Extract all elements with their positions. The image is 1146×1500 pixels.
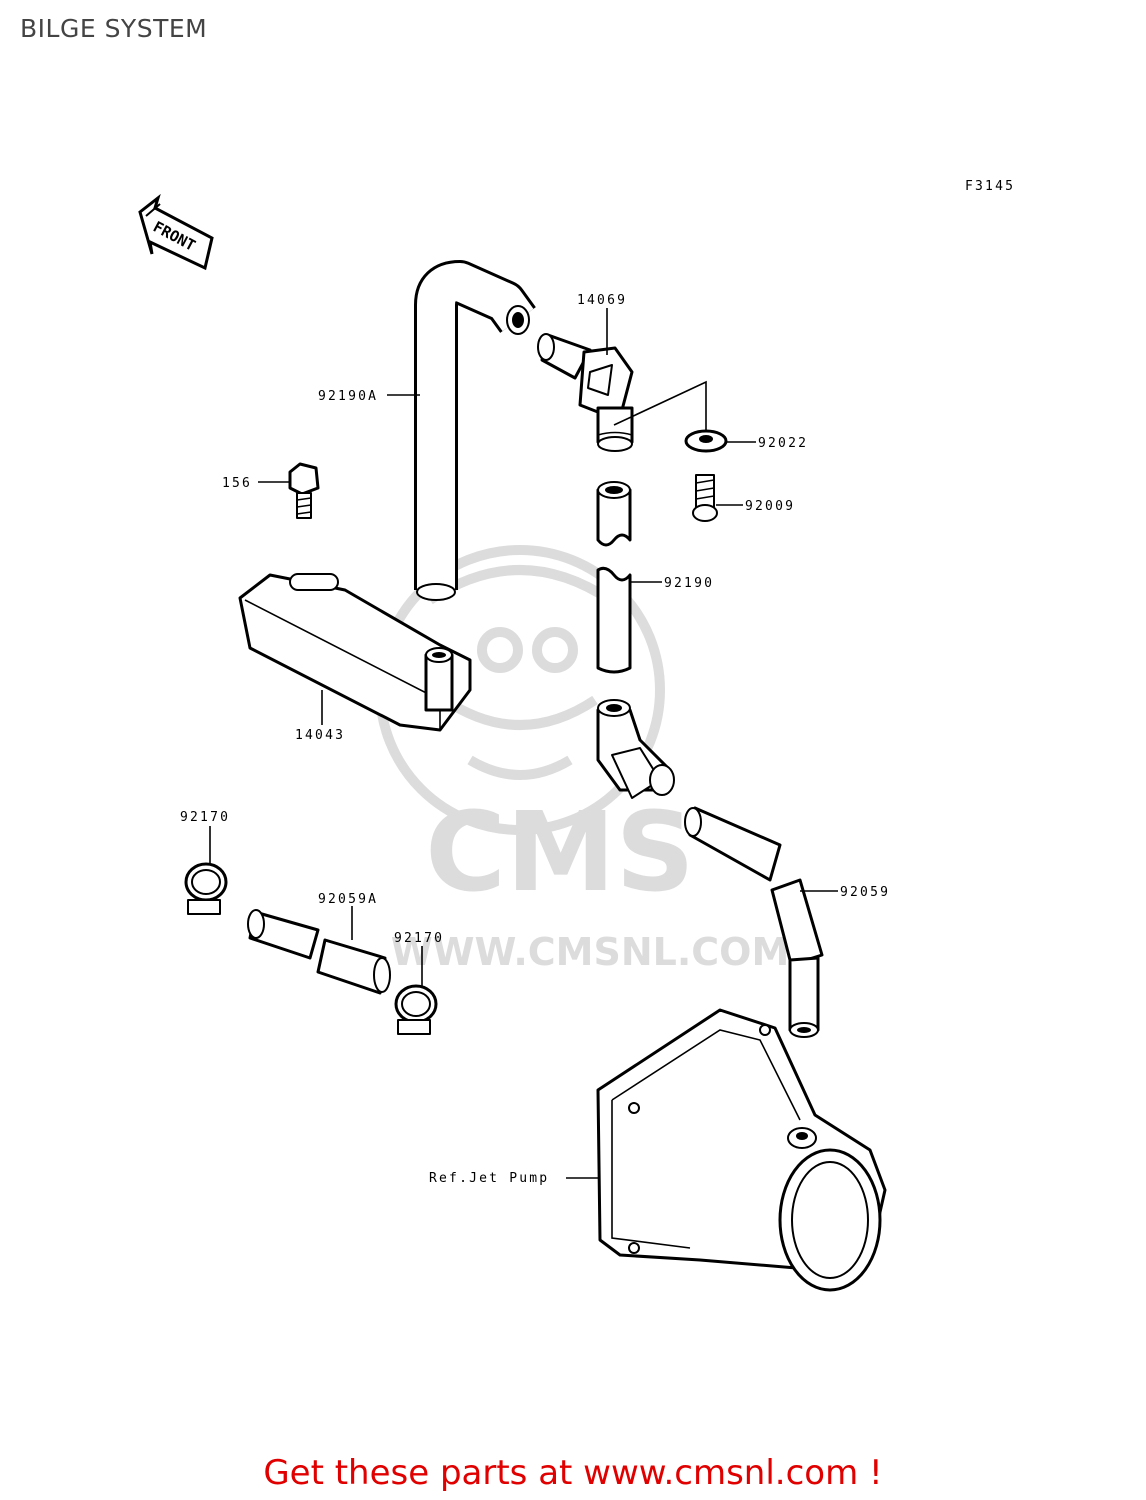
callout-92009: 92009 (745, 499, 795, 514)
watermark-eye-right (532, 627, 578, 673)
filter-14043 (238, 573, 472, 732)
hose-92190a (414, 260, 536, 601)
callout-jet-pump: Ref.Jet Pump (429, 1171, 549, 1186)
watermark-eye-left (477, 627, 523, 673)
callout-labels: 92190A 14069 92022 156 92009 92190 14043… (180, 293, 890, 1186)
callout-92059a: 92059A (318, 892, 378, 907)
bilge-system-diagram: CMS WWW.CMSNL.COM F3145 FRONT (138, 179, 1015, 1292)
figure-code: F3145 (965, 179, 1015, 194)
callout-92170-top: 92170 (180, 810, 230, 825)
bolt-156 (288, 462, 320, 519)
callout-92170-bottom: 92170 (394, 931, 444, 946)
hose-92059 (684, 806, 824, 1038)
callout-92059: 92059 (840, 885, 890, 900)
front-arrow: FRONT (138, 193, 214, 271)
clamp-92170-bottom (394, 984, 438, 1035)
page-title: BILGE SYSTEM (20, 14, 208, 43)
hose-92059a (247, 909, 391, 995)
callout-92022: 92022 (758, 436, 808, 451)
leader-lines (209, 308, 838, 1179)
callout-14069: 14069 (577, 293, 627, 308)
watermark-url: WWW.CMSNL.COM (391, 930, 790, 974)
callout-92190: 92190 (664, 576, 714, 591)
washer-92022 (684, 429, 728, 453)
callout-14043: 14043 (295, 728, 345, 743)
fitting-14069 (537, 333, 634, 452)
bolt-92009 (692, 474, 718, 522)
watermark-brand: CMS (425, 788, 694, 916)
elbow-fitting (596, 699, 675, 799)
callout-92190a: 92190A (318, 389, 378, 404)
callout-156: 156 (222, 476, 252, 491)
clamp-92170-top (184, 862, 228, 915)
promo-link[interactable]: Get these parts at www.cmsnl.com ! (263, 1453, 883, 1493)
hose-92190 (596, 481, 632, 674)
watermark: CMS WWW.CMSNL.COM (375, 545, 790, 974)
jet-pump (596, 1008, 887, 1292)
